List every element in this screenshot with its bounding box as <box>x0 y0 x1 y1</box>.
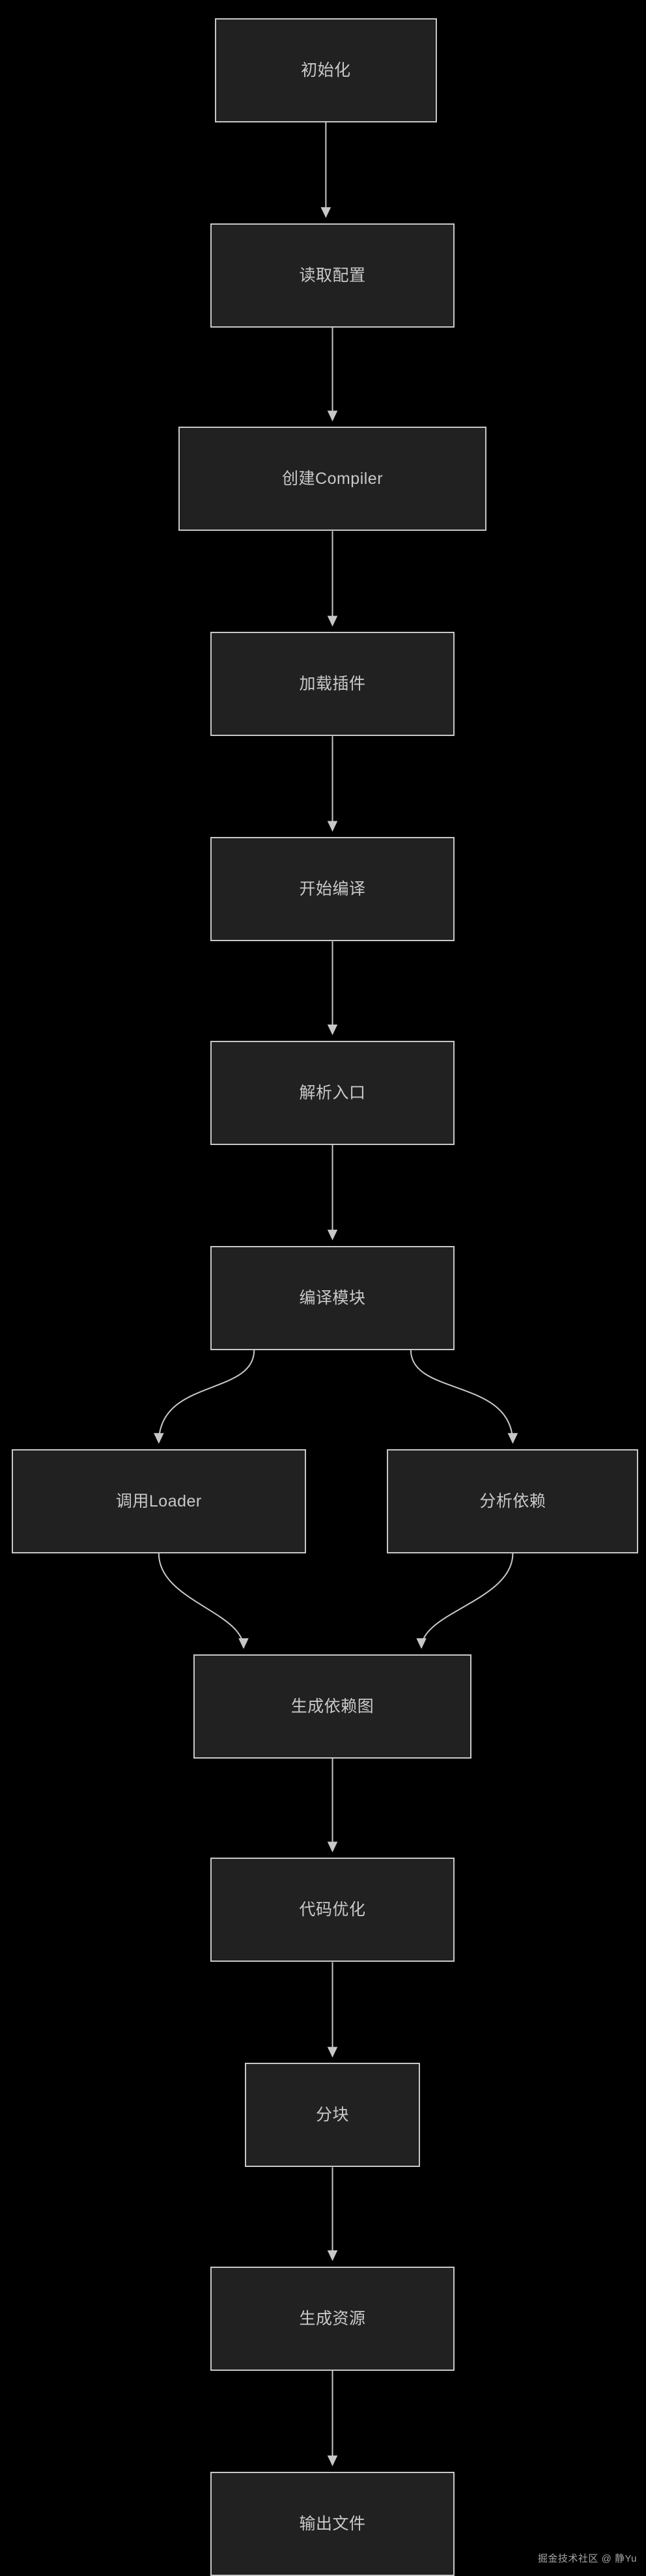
flow-edge-module-to-loader <box>154 1350 255 1444</box>
flow-node-label: 创建Compiler <box>282 470 384 488</box>
flow-node-assets[interactable]: 生成资源 <box>210 2266 455 2371</box>
watermark: 掘金技术社区 @ 静Yu <box>537 2553 637 2564</box>
flow-node-chunk[interactable]: 分块 <box>244 2063 421 2168</box>
flow-node-compiler[interactable]: 创建Compiler <box>178 427 486 531</box>
flow-node-startcomp[interactable]: 开始编译 <box>210 837 455 942</box>
flow-node-label: 分析依赖 <box>479 1492 546 1511</box>
flow-node-label: 解析入口 <box>299 1083 366 1102</box>
flow-node-label: 加载插件 <box>299 675 366 694</box>
flow-node-label: 编译模块 <box>299 1288 366 1307</box>
flow-edge-deps-to-graph <box>416 1553 514 1649</box>
flow-edge-module-to-deps <box>410 1350 518 1444</box>
flow-node-label: 读取配置 <box>299 266 366 285</box>
flow-node-label: 调用Loader <box>115 1492 202 1511</box>
flow-node-plugins[interactable]: 加载插件 <box>210 632 455 737</box>
flow-node-label: 初始化 <box>301 61 351 79</box>
flow-node-optimize[interactable]: 代码优化 <box>210 1858 455 1962</box>
flow-node-module[interactable]: 编译模块 <box>210 1245 455 1350</box>
flow-node-entry[interactable]: 解析入口 <box>210 1040 455 1145</box>
flow-node-deps[interactable]: 分析依赖 <box>387 1449 639 1554</box>
flow-node-graph[interactable]: 生成依赖图 <box>193 1654 471 1759</box>
flow-node-label: 代码优化 <box>299 1901 366 1919</box>
flow-node-label: 开始编译 <box>299 880 366 899</box>
flow-node-label: 输出文件 <box>299 2514 366 2533</box>
flow-node-init[interactable]: 初始化 <box>215 18 437 122</box>
flow-node-label: 生成资源 <box>299 2309 366 2328</box>
flow-node-label: 生成依赖图 <box>290 1697 374 1716</box>
flow-node-loader[interactable]: 调用Loader <box>11 1449 306 1554</box>
flow-edge-loader-to-graph <box>158 1553 249 1649</box>
flow-node-output[interactable]: 输出文件 <box>210 2471 455 2576</box>
flow-node-readcfg[interactable]: 读取配置 <box>210 223 455 328</box>
flow-node-label: 分块 <box>316 2106 350 2125</box>
